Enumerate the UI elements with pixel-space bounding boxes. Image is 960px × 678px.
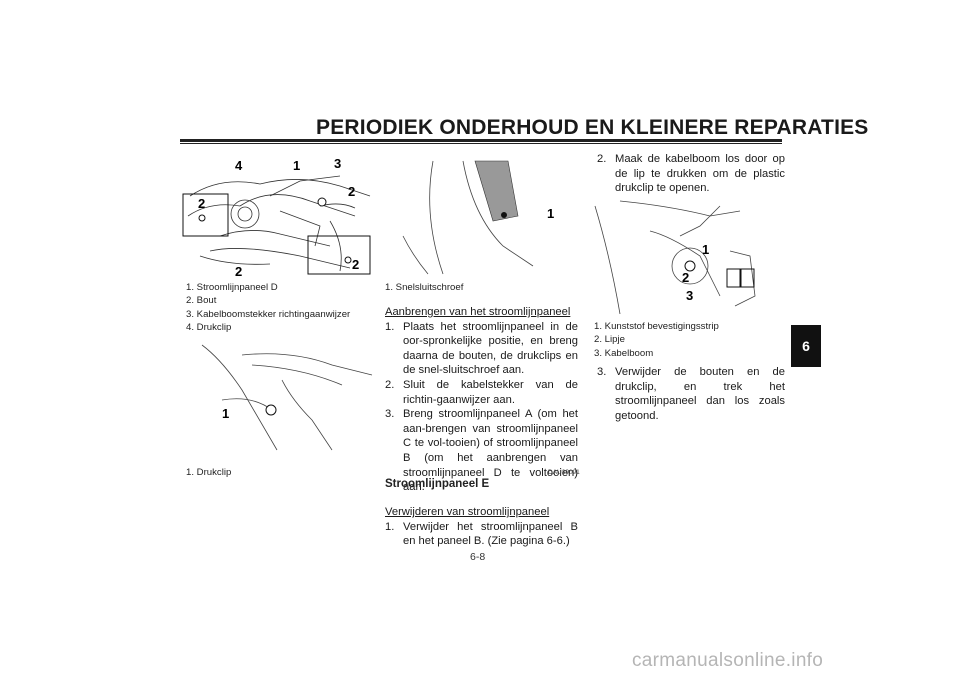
fig1-callout-2d: 2 — [352, 257, 359, 272]
fig1-callout-2c: 2 — [235, 264, 242, 276]
page-number: 6-8 — [470, 551, 486, 563]
middle-column: Aanbrengen van het stroomlijnpaneel 1. P… — [385, 305, 578, 495]
figure-3-caption: 1. Snelsluitschroef — [385, 282, 464, 293]
fig1-callout-4: 4 — [235, 158, 243, 173]
figure-1-illustration: 4 1 3 2 2 2 2 — [182, 156, 371, 276]
install-step-3: 3. Breng stroomlijnpaneel A (om het aan-… — [385, 408, 578, 494]
figure-2-illustration: 1 — [201, 344, 373, 451]
fig1-callout-3: 3 — [334, 156, 341, 171]
chapter-tab: 6 — [791, 325, 821, 367]
fig1-callout-2a: 2 — [348, 184, 355, 199]
fig2-callout-1: 1 — [222, 406, 229, 421]
header-rule — [180, 139, 782, 142]
figure-2-caption: 1. Drukclip — [186, 467, 232, 478]
figure-1-caption: 1. Stroomlijnpaneel D 2. Bout 3. Kabelbo… — [186, 282, 351, 334]
subhead-install: Aanbrengen van het stroomlijnpaneel — [385, 306, 571, 318]
right-step-2: 2. Maak de kabelboom los door op de lip … — [597, 153, 785, 195]
fig4-callout-1: 1 — [702, 242, 709, 257]
fig3-callout-1: 1 — [547, 206, 554, 221]
right-step-3: 3. Verwijder de bouten en de drukclip, e… — [597, 366, 785, 422]
doc-code: DAU39091 — [548, 469, 580, 476]
remove-step-1: 1. Verwijder het stroomlijnpaneel B en h… — [385, 520, 578, 548]
section-title: Stroomlijnpaneel E — [385, 478, 490, 490]
install-step-1: 1. Plaats het stroomlijnpaneel in de oor… — [385, 320, 578, 377]
middle-column-lower: Verwijderen van stroomlijnpaneel 1. Verw… — [385, 505, 578, 549]
fig1-callout-1: 1 — [293, 158, 300, 173]
watermark: carmanualsonline.info — [632, 650, 824, 671]
figure-4-caption: 1. Kunststof bevestigingsstrip 2. Lipje … — [594, 321, 719, 359]
figure-3-illustration: 1 — [402, 160, 554, 275]
figure-4-illustration: 1 2 3 — [594, 200, 756, 314]
fig4-callout-2: 2 — [682, 270, 689, 285]
install-step-2: 2. Sluit de kabelstekker van de richtin-… — [385, 378, 578, 406]
fig4-callout-3: 3 — [686, 288, 693, 303]
fig1-callout-2b: 2 — [198, 196, 205, 211]
subhead-remove: Verwijderen van stroomlijnpaneel — [385, 506, 550, 518]
page-title: PERIODIEK ONDERHOUD EN KLEINERE REPARATI… — [316, 116, 869, 139]
header-rule-thin — [180, 143, 782, 144]
